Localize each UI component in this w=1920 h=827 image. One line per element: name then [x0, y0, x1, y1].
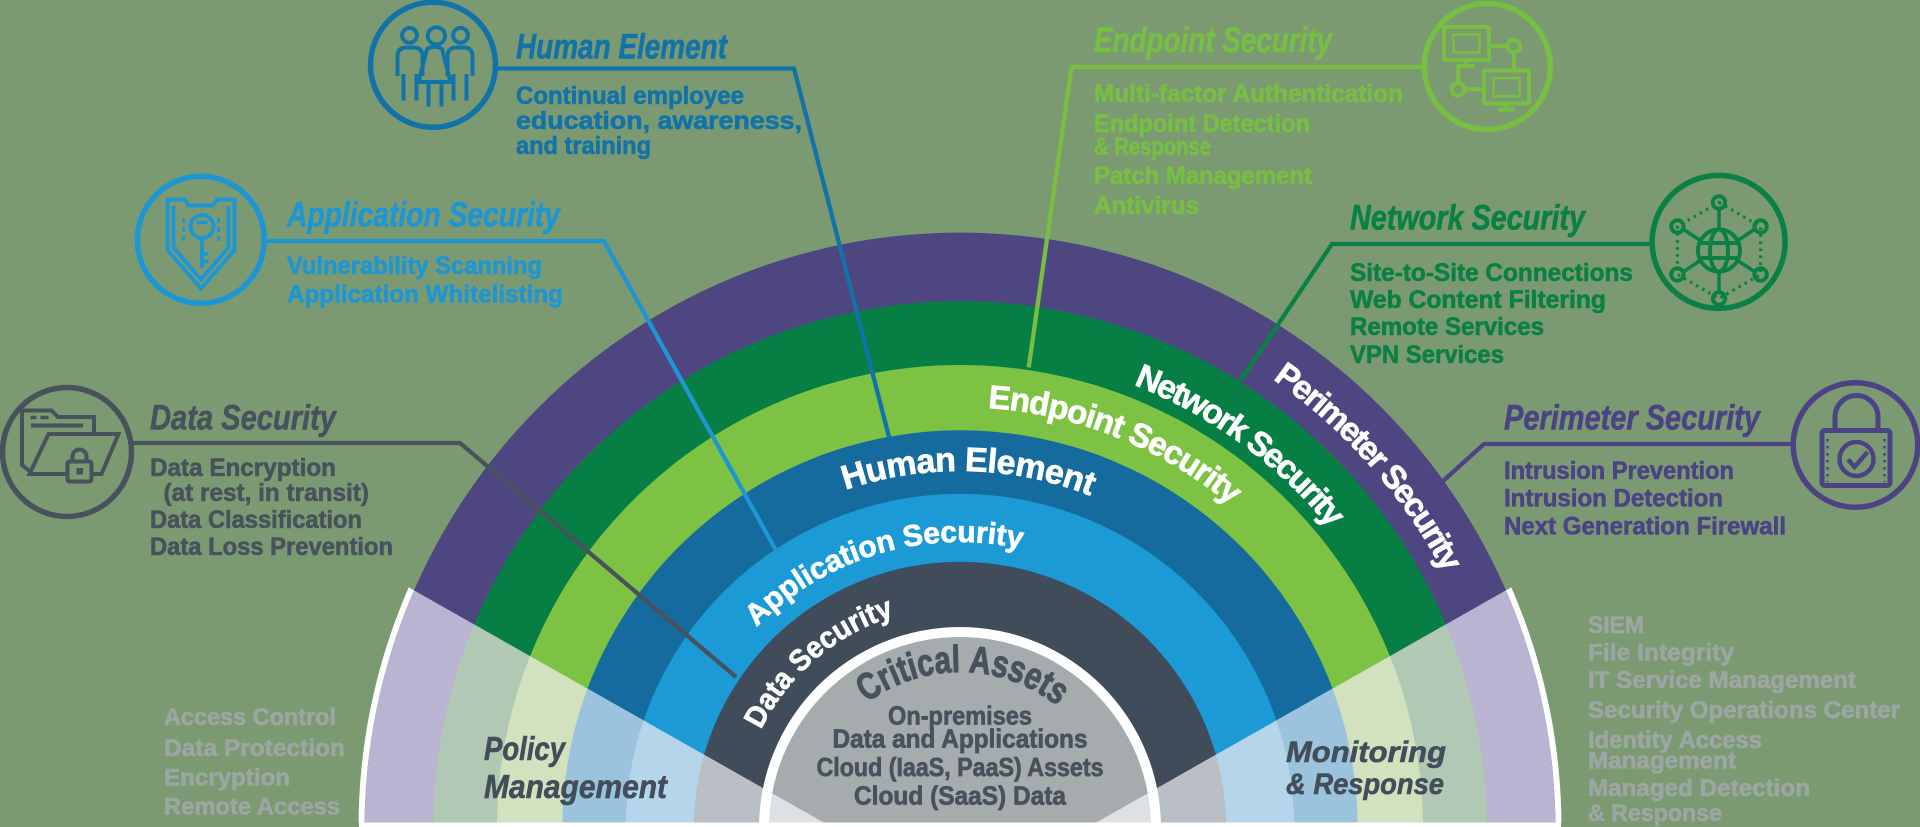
svg-text:Cloud (IaaS, PaaS) Assets: Cloud (IaaS, PaaS) Assets [817, 752, 1104, 782]
svg-text:Data Encryption: Data Encryption [150, 454, 336, 482]
svg-text:and training: and training [516, 132, 651, 160]
svg-text:Cloud (SaaS) Data: Cloud (SaaS) Data [854, 781, 1067, 811]
svg-text:Application Security: Application Security [286, 196, 561, 235]
svg-text:VPN Services: VPN Services [1350, 341, 1504, 369]
svg-text:Multi-factor Authentication: Multi-factor Authentication [1094, 80, 1403, 108]
svg-text:Access Control: Access Control [164, 704, 336, 731]
svg-text:Intrusion Detection: Intrusion Detection [1504, 485, 1723, 513]
svg-text:Continual employee: Continual employee [516, 82, 744, 110]
svg-text:Endpoint Detection: Endpoint Detection [1094, 110, 1310, 138]
svg-text:& Response: & Response [1094, 133, 1211, 161]
svg-text:Management: Management [484, 768, 669, 805]
svg-text:Data Classification: Data Classification [150, 506, 362, 534]
svg-text:Perimeter Security: Perimeter Security [1504, 399, 1761, 438]
svg-text:IT Service Management: IT Service Management [1588, 667, 1856, 694]
svg-text:Policy: Policy [484, 730, 566, 767]
svg-text:Managed Detection: Managed Detection [1588, 775, 1810, 802]
svg-text:Network Security: Network Security [1350, 199, 1586, 238]
svg-text:Endpoint Security: Endpoint Security [1094, 21, 1333, 60]
svg-text:Antivirus: Antivirus [1094, 192, 1199, 220]
svg-text:Site-to-Site Connections: Site-to-Site Connections [1350, 259, 1633, 287]
svg-text:Remote Services: Remote Services [1350, 313, 1544, 341]
svg-text:Human Element: Human Element [516, 28, 728, 67]
svg-text:Encryption: Encryption [164, 764, 290, 791]
svg-text:Data and Applications: Data and Applications [833, 724, 1088, 754]
svg-text:Data Loss Prevention: Data Loss Prevention [150, 533, 393, 561]
svg-text:& Response: & Response [1286, 768, 1444, 801]
svg-text:Next Generation Firewall: Next Generation Firewall [1504, 513, 1786, 541]
svg-text:Web Content Filtering: Web Content Filtering [1350, 286, 1606, 314]
svg-text:Data Protection: Data Protection [164, 735, 345, 762]
svg-text:Monitoring: Monitoring [1286, 736, 1446, 769]
svg-text:Management: Management [1588, 748, 1736, 775]
svg-text:Remote Access: Remote Access [164, 794, 340, 821]
svg-text:Patch Management: Patch Management [1094, 162, 1313, 190]
svg-text:SIEM: SIEM [1588, 612, 1644, 639]
svg-text:File Integrity: File Integrity [1588, 640, 1734, 667]
svg-text:& Response: & Response [1588, 800, 1722, 827]
svg-text:Intrusion Prevention: Intrusion Prevention [1504, 457, 1734, 485]
svg-text:Vulnerability Scanning: Vulnerability Scanning [287, 252, 542, 280]
svg-text:education, awareness,: education, awareness, [516, 107, 802, 135]
svg-text:Identity Access: Identity Access [1588, 727, 1762, 754]
svg-text:Data Security: Data Security [150, 399, 337, 438]
svg-text:On-premises: On-premises [888, 700, 1032, 730]
svg-text:(at rest, in transit): (at rest, in transit) [150, 479, 369, 507]
svg-text:Security Operations Center: Security Operations Center [1588, 697, 1900, 724]
svg-text:Application Whitelisting: Application Whitelisting [287, 281, 563, 309]
